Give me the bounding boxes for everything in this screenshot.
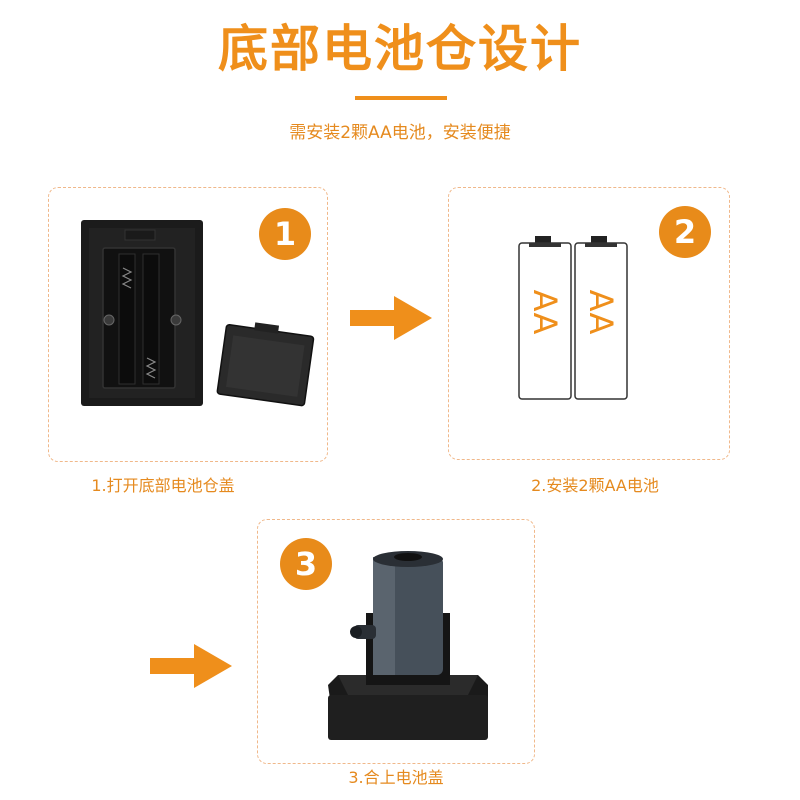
battery-icon xyxy=(574,236,628,400)
step-3-card: 3 xyxy=(257,519,535,764)
step-2-caption: 2.安装2颗AA电池 xyxy=(531,476,659,495)
page-title: 底部电池仓设计 xyxy=(218,20,582,78)
step-1-caption: 1.打开底部电池仓盖 xyxy=(91,476,235,495)
step-3-badge: 3 xyxy=(280,538,332,590)
device-assembled-image xyxy=(328,551,488,740)
battery-label: AA xyxy=(526,289,564,335)
arrow-right-icon xyxy=(150,644,232,688)
battery-compartment-image xyxy=(81,220,315,407)
step-3-caption: 3.合上电池盖 xyxy=(348,768,444,787)
title-underline xyxy=(355,96,447,100)
battery-icon xyxy=(518,236,572,400)
step-1-badge: 1 xyxy=(259,208,311,260)
step-1-card: 1 xyxy=(48,187,328,462)
arrow-right-icon xyxy=(350,296,432,340)
step-2-badge: 2 xyxy=(659,206,711,258)
step-2-card: AA AA 2 xyxy=(448,187,730,460)
battery-label: AA xyxy=(582,289,620,335)
page-subtitle: 需安装2颗AA电池，安装便捷 xyxy=(289,123,511,143)
